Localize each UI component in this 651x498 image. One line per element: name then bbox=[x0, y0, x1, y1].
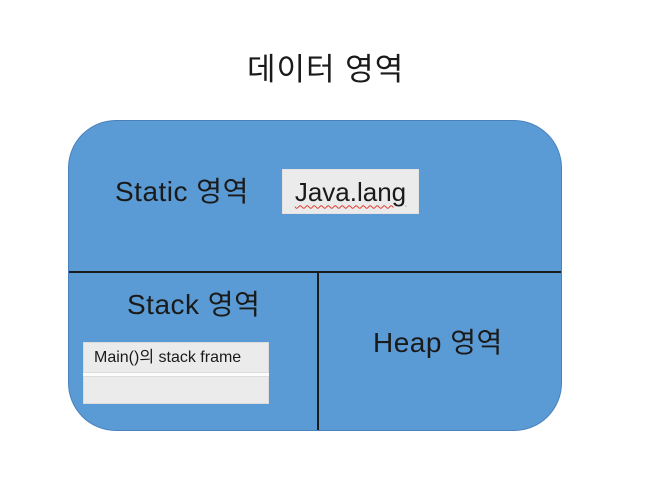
heap-region-label: Heap 영역 bbox=[373, 327, 503, 358]
stack-region-label: Stack 영역 bbox=[127, 289, 261, 320]
static-region-value-box: Java.lang bbox=[282, 169, 419, 214]
stack-frame-empty bbox=[83, 376, 269, 404]
diagram-title: 데이터 영역 bbox=[247, 52, 405, 87]
memory-region-diagram: Static 영역 Java.lang Stack 영역 Main()의 sta… bbox=[68, 120, 562, 431]
static-stack-divider-line bbox=[69, 271, 561, 273]
stack-frame-list: Main()의 stack frame bbox=[83, 342, 269, 404]
stack-heap-divider-line bbox=[317, 271, 319, 430]
java-lang-text: Java.lang bbox=[294, 176, 407, 207]
stack-frame-main: Main()의 stack frame bbox=[83, 342, 269, 373]
static-region-label: Static 영역 bbox=[115, 176, 249, 207]
